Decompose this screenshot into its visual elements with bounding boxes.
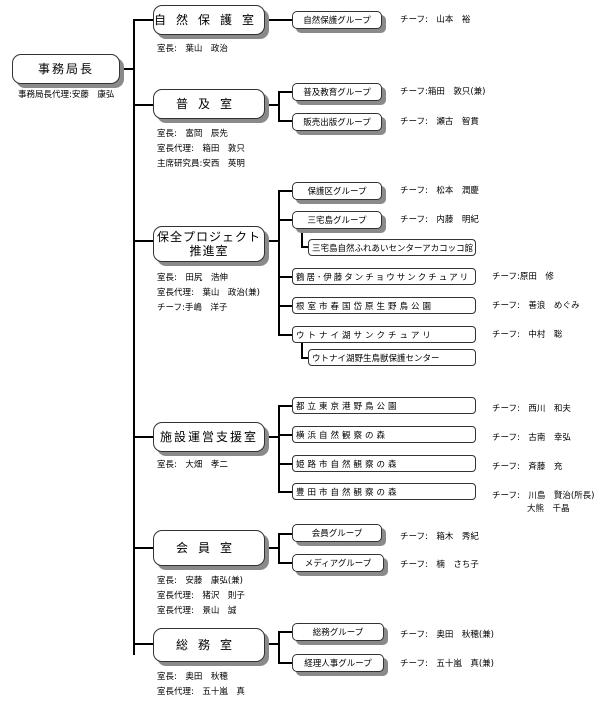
facility-box[interactable]: 鶴居･伊藤タンチョウサンクチュアリ: [292, 268, 476, 285]
dept-staff: 室長代理: 五十嵐 真: [157, 687, 245, 697]
unit-chief: チーフ:箱田 敦只(兼): [400, 87, 486, 97]
unit-chief: チーフ: 内藤 明紀: [400, 215, 479, 225]
unit-chief-secondary: 大熊 千晶: [527, 504, 570, 514]
connector-line: [278, 434, 292, 436]
unit-chief: チーフ: 中村 聡: [492, 330, 563, 340]
dept-staff: 室長: 富岡 辰先: [157, 129, 228, 139]
unit-box[interactable]: 販売出版グループ: [292, 113, 382, 131]
dept-staff: 室長: 奥田 秋穂: [157, 672, 228, 682]
unit-chief: チーフ: 松本 潤慶: [400, 186, 479, 196]
unit-chief: チーフ:原田 修: [492, 272, 554, 282]
dept-box-membership[interactable]: 会員室: [153, 530, 265, 566]
connector-line: [278, 91, 280, 122]
connector-line: [301, 342, 303, 359]
dept-name-line: 保全プロジェクト: [156, 230, 261, 244]
dept-staff: 室長: 田尻 浩伸: [157, 273, 228, 283]
connector-line: [120, 68, 135, 70]
connector-line: [278, 276, 292, 278]
connector-line: [301, 357, 309, 359]
connector-line: [268, 104, 280, 106]
dept-box-education[interactable]: 普及室: [153, 89, 265, 119]
connector-line: [301, 246, 309, 248]
connector-line: [278, 533, 292, 535]
unit-box[interactable]: 会員グループ: [292, 524, 382, 542]
dept-staff: 室長: 安藤 康弘(兼): [157, 576, 243, 586]
unit-chief: チーフ: 善浪 めぐみ: [492, 301, 580, 311]
unit-box[interactable]: 保護区グループ: [292, 182, 382, 200]
dept-staff: 室長代理: 箱田 敦只: [157, 144, 245, 154]
unit-chief: チーフ: 奥田 秋穂(兼): [400, 630, 494, 640]
unit-chief: チーフ: 斉藤 充: [492, 462, 563, 472]
connector-line: [278, 405, 292, 407]
connector-line: [133, 104, 153, 106]
unit-chief: チーフ: 五十嵐 真(兼): [400, 659, 494, 669]
connector-line: [278, 334, 292, 336]
connector-line: [133, 643, 153, 645]
connector-line: [278, 562, 292, 564]
unit-box[interactable]: 総務グループ: [292, 623, 384, 641]
unit-chief: チーフ: 瀬古 智貫: [400, 117, 479, 127]
connector-line: [301, 228, 303, 248]
connector-line: [278, 533, 280, 564]
dept-name-line: 推進室: [189, 244, 229, 258]
dept-box-conservation-project[interactable]: 保全プロジェクト 推進室: [153, 226, 265, 262]
connector-line: [278, 491, 292, 493]
connector-line: [268, 436, 280, 438]
facility-box[interactable]: 根室市春国岱原生野鳥公園: [292, 297, 476, 314]
root-box-secretary-general[interactable]: 事務局長: [12, 54, 120, 84]
dept-box-nature-conservation[interactable]: 自然保護室: [153, 5, 265, 35]
dept-staff: 室長代理: 葉山 政治(兼): [157, 288, 260, 298]
connector-line: [278, 662, 292, 664]
facility-box[interactable]: 姫路市自然観察の森: [292, 455, 476, 472]
trunk-line: [133, 19, 135, 655]
facility-box[interactable]: ウトナイ湖サンクチュアリ: [292, 326, 476, 343]
unit-box[interactable]: 経理人事グループ: [292, 654, 384, 672]
connector-line: [278, 190, 280, 336]
unit-chief: チーフ: 古南 幸弘: [492, 433, 571, 443]
unit-box[interactable]: 自然保護グループ: [292, 11, 382, 29]
unit-chief: チーフ: 楠 さち子: [400, 560, 479, 570]
unit-chief: チーフ: 川島 賢治(所長): [492, 491, 595, 501]
dept-staff: 室長代理: 景山 誠: [157, 606, 237, 616]
dept-box-general-affairs[interactable]: 総務室: [153, 628, 265, 662]
dept-box-facility-support[interactable]: 施設運営支援室: [153, 422, 265, 452]
connector-line: [278, 305, 292, 307]
facility-box[interactable]: 都立東京港野鳥公園: [292, 397, 476, 414]
dept-staff: 主席研究員:安西 英明: [157, 159, 245, 169]
unit-chief: チーフ: 西川 和夫: [492, 404, 571, 414]
unit-chief: チーフ: 山本 裕: [400, 15, 471, 25]
dept-staff: 室長: 大畑 孝二: [157, 460, 228, 470]
facility-box[interactable]: 横浜自然観察の森: [292, 426, 476, 443]
connector-line: [133, 547, 153, 549]
unit-box[interactable]: 三宅島グループ: [292, 211, 382, 229]
connector-line: [133, 436, 153, 438]
dept-staff: 室長代理: 猪沢 則子: [157, 591, 245, 601]
facility-box[interactable]: 三宅島自然ふれあいセンターアカコッコ館: [308, 239, 476, 256]
connector-line: [278, 463, 292, 465]
connector-line: [133, 19, 153, 21]
connector-line: [268, 240, 280, 242]
connector-line: [268, 19, 292, 21]
root-staff: 事務局長代理:安藤 康弘: [18, 90, 115, 100]
facility-box[interactable]: 豊田市自然観察の森: [292, 483, 476, 500]
connector-line: [278, 631, 280, 664]
facility-box[interactable]: ウトナイ湖野生鳥獣保護センター: [308, 349, 476, 366]
unit-box[interactable]: メディアグループ: [292, 554, 384, 572]
connector-line: [278, 631, 292, 633]
connector-line: [278, 91, 292, 93]
unit-box[interactable]: 普及教育グループ: [292, 83, 382, 101]
connector-line: [268, 643, 280, 645]
dept-staff: 室長: 葉山 政治: [157, 44, 228, 54]
connector-line: [268, 547, 280, 549]
connector-line: [278, 405, 280, 493]
connector-line: [278, 190, 292, 192]
connector-line: [278, 120, 292, 122]
unit-chief: チーフ: 箱木 秀紀: [400, 532, 479, 542]
connector-line: [278, 219, 292, 221]
dept-staff: チーフ:手嶋 洋子: [157, 303, 228, 313]
connector-line: [133, 240, 153, 242]
